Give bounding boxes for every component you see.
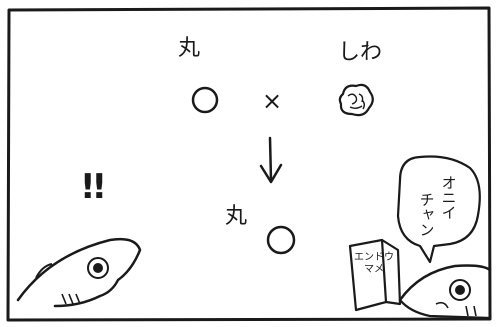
speech-text-line1: オニイ <box>439 175 458 220</box>
book-title-line2: マメ <box>364 264 384 275</box>
panel-border <box>6 6 492 322</box>
book <box>348 238 402 312</box>
speech-bubble <box>396 155 481 264</box>
exclamation-mark: !! <box>80 167 107 207</box>
book-title: エンドウ マメ <box>354 252 394 276</box>
label-maru-top: 丸 <box>178 36 201 61</box>
circle-top-left <box>191 86 219 114</box>
circle-result <box>266 225 296 255</box>
wrinkled-ball-icon <box>338 83 374 117</box>
speech-line2-text: チャン <box>417 192 436 237</box>
times-operator: × <box>262 87 283 115</box>
shark-character-left <box>16 237 142 308</box>
shark-character-right <box>398 264 492 320</box>
book-title-line1: エンドウ <box>354 252 394 263</box>
speech-line1-text: オニイ <box>439 175 458 220</box>
down-arrow-icon <box>259 136 283 184</box>
speech-text-line2: チャン <box>417 192 436 237</box>
label-maru-result: 丸 <box>225 204 248 229</box>
label-shiwa: しわ <box>338 40 383 65</box>
